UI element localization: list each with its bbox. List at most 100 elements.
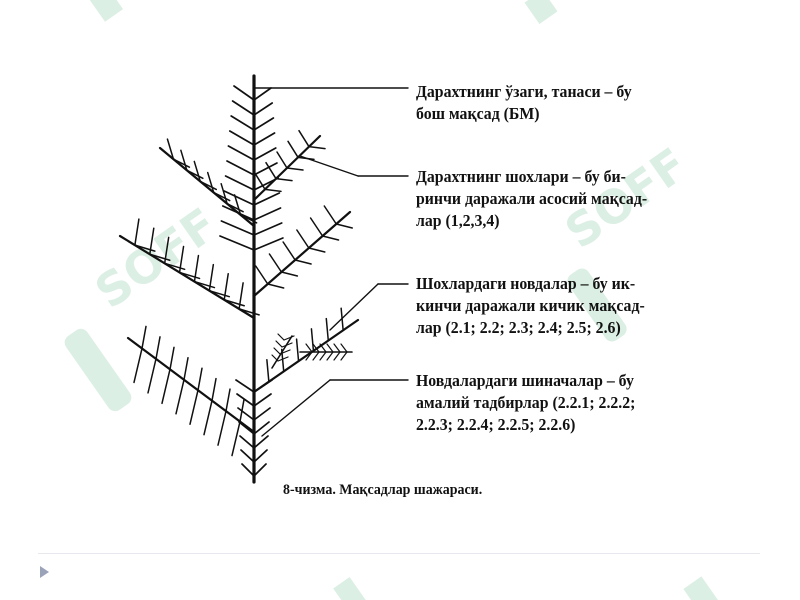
- trunk-twig: [231, 100, 255, 116]
- shoot-line: [180, 149, 188, 172]
- trunk-twig: [227, 145, 255, 161]
- shoots-label-line: лар (2.1; 2.2; 2.3; 2.4; 2.5; 2.6): [416, 318, 621, 337]
- shoots-leader-line: [329, 283, 379, 331]
- shoot-line: [133, 347, 143, 384]
- trunk-twig: [236, 393, 255, 407]
- branch-line: [252, 210, 352, 298]
- trunk-twig: [253, 87, 272, 101]
- shoot-line: [203, 399, 213, 436]
- shoot-line: [199, 180, 218, 191]
- shoot-line: [295, 338, 300, 362]
- trunk-twig: [253, 147, 277, 161]
- shoot-line: [254, 265, 269, 285]
- trunk-twig: [253, 237, 284, 251]
- shoot-line: [266, 358, 270, 383]
- shoot-line: [286, 167, 304, 171]
- trunk-twig: [230, 115, 255, 131]
- shoot-line: [193, 160, 202, 183]
- shoot-line: [225, 388, 231, 412]
- shoot-line: [282, 241, 296, 261]
- shoot-line: [280, 271, 299, 277]
- twig-line: [277, 333, 285, 341]
- trunk-twig: [253, 449, 268, 463]
- shoot-line: [220, 182, 228, 205]
- shoot-line: [197, 367, 203, 391]
- branches-label: Дарахтнинг шохлари – бу би- ринчи даража…: [416, 166, 647, 232]
- trunk-twig: [253, 102, 274, 116]
- shoot-line: [163, 262, 186, 271]
- branches-label-line: ринчи даражали асосий мақсад-: [416, 189, 648, 208]
- twig-line: [319, 343, 327, 353]
- shoot-line: [212, 191, 231, 202]
- shoots-label-line: Шохлардаги новдалар – бу ик-: [416, 274, 636, 293]
- trunk-label-line: Дарахтнинг ўзаги, танаси – бу: [416, 82, 632, 101]
- branches-label-line: лар (1,2,3,4): [416, 211, 500, 230]
- shoot-line: [323, 205, 338, 225]
- shoot-line: [134, 218, 140, 246]
- shoot-line: [275, 177, 293, 182]
- shoot-line: [233, 194, 242, 216]
- branches-leader-line: [299, 155, 359, 177]
- shoot-line: [308, 145, 326, 150]
- trunk-twig: [240, 449, 255, 463]
- trunk-label-line: бош мақсад (БМ): [416, 104, 540, 123]
- trunk-twig: [226, 160, 255, 176]
- play-triangle-icon[interactable]: [40, 566, 49, 578]
- trunk-twig: [253, 192, 281, 206]
- twigs-label: Новдалардаги шиначалар – бу амалий тадби…: [416, 370, 635, 436]
- shoot-line: [166, 138, 175, 160]
- twigs-leader-line: [261, 379, 331, 437]
- trunk-twig: [253, 162, 278, 176]
- shoot-line: [186, 169, 204, 180]
- trunk-twig: [253, 132, 276, 146]
- twig-line: [333, 351, 341, 361]
- trunk-twig: [233, 85, 255, 101]
- shoot-line: [239, 214, 258, 224]
- shoot-line: [266, 283, 285, 289]
- shoot-line: [231, 420, 241, 457]
- trunk-twig: [253, 435, 269, 449]
- shoot-line: [296, 229, 310, 249]
- shoot-line: [206, 171, 215, 194]
- trunk-twig: [239, 435, 255, 449]
- twig-line: [273, 347, 281, 355]
- twig-line: [326, 343, 334, 353]
- twigs-label-line: 2.2.3; 2.2.4; 2.2.5; 2.2.6): [416, 415, 576, 434]
- twig-line: [283, 335, 295, 341]
- shoot-line: [309, 217, 324, 237]
- twig-line: [275, 340, 283, 348]
- divider: [38, 553, 760, 554]
- branch-line: [126, 336, 256, 434]
- trunk-twig: [228, 130, 255, 146]
- shoot-line: [161, 368, 171, 405]
- trunk-twig: [253, 407, 271, 421]
- shoot-line: [189, 389, 199, 425]
- twigs-label-line: амалий тадбирлар (2.2.1; 2.2.2;: [416, 393, 636, 412]
- shoot-line: [294, 259, 312, 265]
- twig-line: [326, 351, 334, 361]
- twig-line: [305, 343, 313, 353]
- shoot-line: [310, 328, 315, 352]
- trunk-label: Дарахтнинг ўзаги, танаси – бу бош мақсад…: [416, 81, 632, 125]
- shoot-line: [264, 188, 282, 193]
- shoot-line: [134, 244, 156, 252]
- twig-line: [271, 354, 279, 362]
- twig-line: [277, 356, 289, 362]
- trunk-twig: [253, 463, 267, 477]
- figure-caption: 8-чизма. Мақсадлар шажараси.: [283, 482, 483, 498]
- shoot-line: [226, 202, 244, 213]
- shoot-line: [325, 317, 330, 342]
- branch-line: [252, 318, 360, 394]
- shoot-line: [271, 335, 293, 369]
- twig-line: [312, 351, 320, 361]
- twig-line: [340, 351, 348, 361]
- shoots-label: Шохлардаги новдалар – бу ик- кинчи дараж…: [416, 273, 645, 339]
- trunk-twig: [253, 207, 282, 221]
- shoot-line: [175, 379, 185, 415]
- shoot-line: [193, 280, 216, 289]
- twig-line: [340, 343, 348, 353]
- twig-line: [279, 349, 291, 355]
- shoot-line: [147, 358, 157, 394]
- shoot-line: [223, 299, 245, 307]
